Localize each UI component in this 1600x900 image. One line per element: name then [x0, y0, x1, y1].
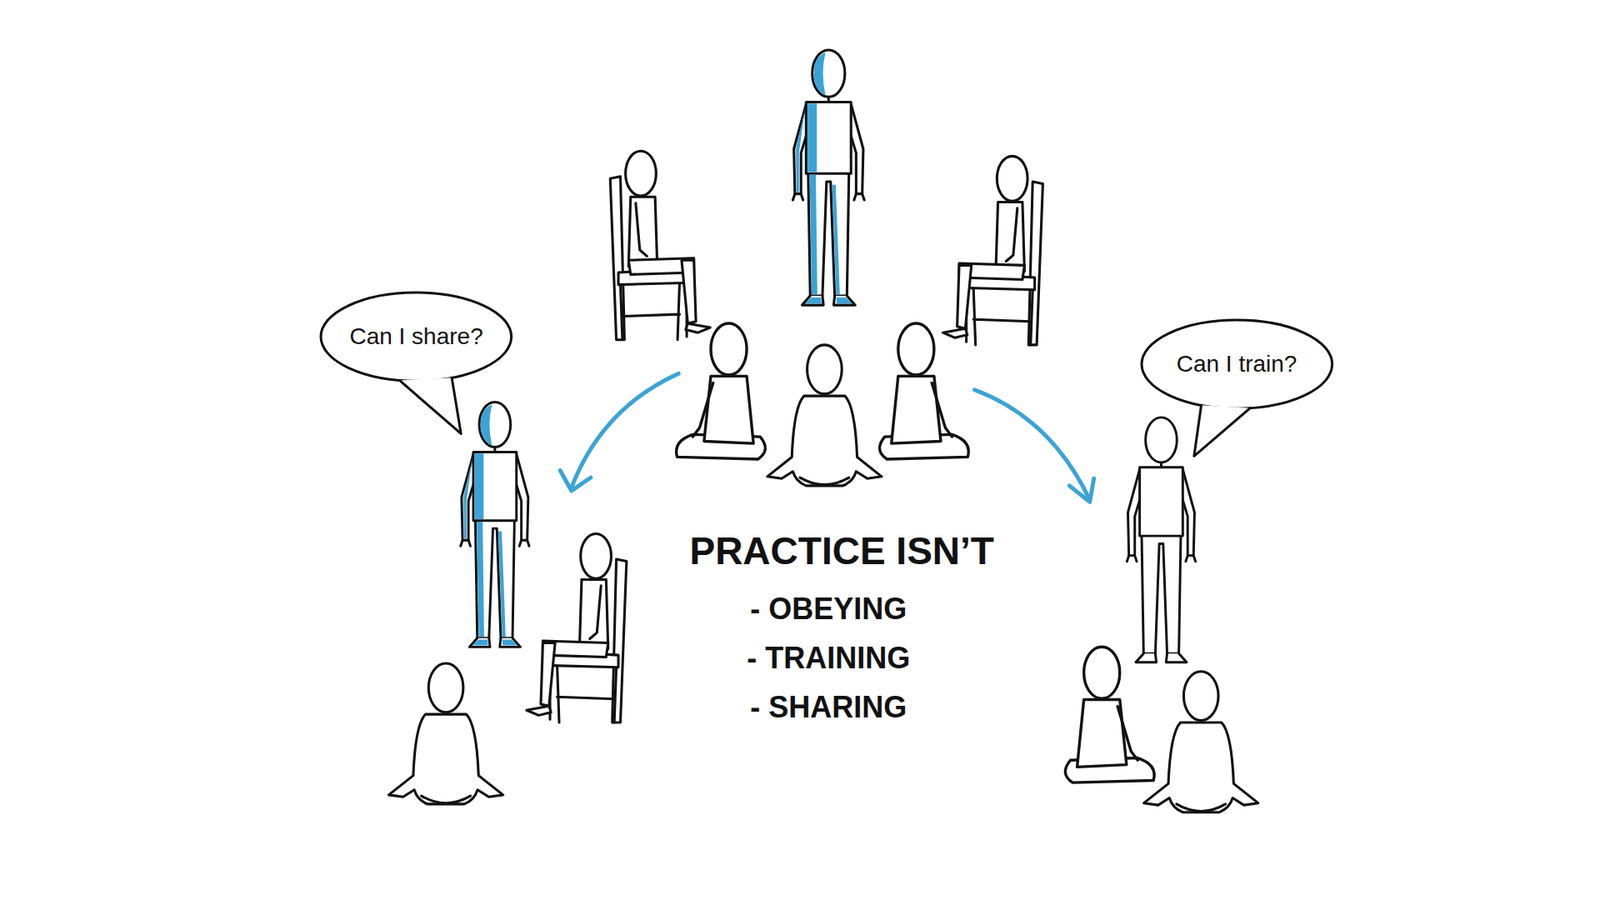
speech-text: Can I train? — [1176, 350, 1298, 379]
standing-figure — [792, 50, 865, 305]
speech-bubble: Can I train? — [1140, 318, 1335, 410]
list-item: - TRAINING — [746, 641, 910, 675]
floor-sitting-figure — [767, 345, 882, 486]
heading-text: PRACTICE ISN’T — [689, 530, 994, 573]
figure-shading — [795, 52, 852, 304]
arrow-head — [1069, 478, 1094, 502]
floor-sitting-figure — [676, 323, 766, 460]
flow-arrow — [974, 390, 1090, 500]
center-group — [610, 50, 1043, 486]
standing-figure — [1126, 417, 1195, 663]
left-group — [389, 401, 627, 804]
speech-text: Can I share? — [349, 322, 483, 351]
seated-chair-figure — [942, 155, 1043, 345]
bubble-tail — [1194, 405, 1250, 456]
standing-figure — [460, 401, 530, 647]
bubble-tail-fill — [400, 377, 462, 434]
flow-arrow — [571, 373, 680, 488]
bubble-tail — [400, 377, 462, 434]
floor-sitting-figure — [389, 663, 504, 805]
bubble-text-block: Can I train? — [1176, 350, 1298, 379]
bubble-ellipse — [1141, 320, 1333, 409]
figure-shading — [463, 404, 518, 645]
right-group — [1065, 417, 1258, 813]
floor-sitting-figure — [880, 323, 970, 460]
bubble-text-block: Can I share? — [349, 322, 483, 351]
list-item: - OBEYING — [750, 592, 907, 626]
floor-sitting-figure — [1065, 646, 1155, 783]
seated-chair-figure — [526, 533, 627, 723]
floor-sitting-figure — [1144, 671, 1259, 813]
bubble-ellipse — [320, 292, 512, 381]
speech-bubble: Can I share? — [319, 290, 514, 383]
list-item: - SHARING — [750, 690, 907, 725]
seated-chair-figure — [610, 150, 710, 340]
arrow-head — [560, 470, 591, 490]
bubble-tail-fill — [1194, 405, 1250, 456]
